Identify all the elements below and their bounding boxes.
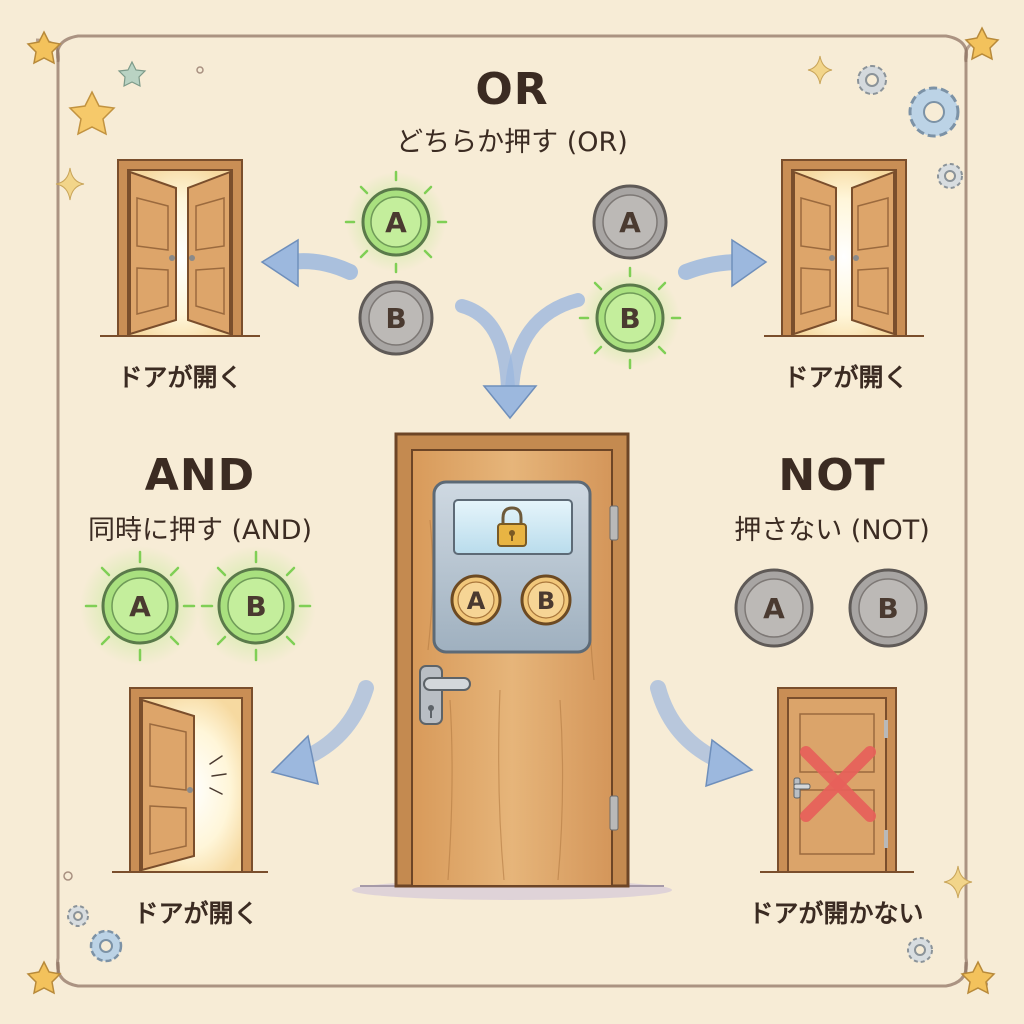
button-a-pressed-and: A	[80, 546, 200, 666]
gear-icon	[67, 905, 89, 927]
star-icon	[117, 60, 147, 88]
button-a-label: A	[129, 590, 151, 623]
arrow-or-left	[260, 238, 358, 288]
gear-icon	[908, 86, 960, 138]
or-left-caption: ドアが開く	[117, 363, 243, 392]
button-b-pressed-and: B	[196, 546, 316, 666]
or-subtitle: どちらか押す (OR)	[396, 127, 628, 158]
door-open-and	[112, 687, 268, 873]
button-b-label: B	[245, 590, 266, 623]
button-b-unpressed-not: B	[848, 568, 928, 648]
button-b-pressed-or: B	[578, 266, 682, 370]
button-b-label: B	[537, 587, 555, 615]
arrow-not	[650, 680, 754, 788]
not-caption: ドアが開かない	[748, 899, 924, 928]
door-open-or-left	[100, 159, 260, 337]
gear-icon	[89, 929, 123, 963]
button-b-label: B	[877, 592, 898, 625]
arrow-or-right	[678, 238, 768, 288]
or-right-caption: ドアが開く	[783, 363, 909, 392]
button-b-unpressed-or: B	[358, 280, 434, 356]
star-icon	[960, 960, 996, 995]
keypad-button-a: A	[450, 574, 502, 626]
and-subtitle: 同時に押す (AND)	[87, 515, 313, 546]
star-icon	[26, 960, 62, 995]
cross-icon	[800, 746, 876, 822]
button-b-label: B	[619, 302, 640, 335]
not-subtitle: 押さない (NOT)	[734, 515, 930, 546]
and-caption: ドアが開く	[133, 899, 259, 928]
star-icon	[68, 90, 116, 136]
or-title: OR	[475, 64, 549, 115]
button-a-label: A	[763, 592, 785, 625]
door-handle	[419, 665, 471, 725]
keypad-button-b: B	[520, 574, 572, 626]
button-a-unpressed-or: A	[592, 184, 668, 260]
lock-icon	[497, 506, 527, 547]
gear-icon	[857, 65, 887, 95]
button-a-pressed-or: A	[344, 170, 448, 274]
button-a-unpressed-not: A	[734, 568, 814, 648]
door-open-or-right	[764, 159, 924, 337]
gear-icon	[937, 163, 963, 189]
arrow-or-down	[455, 293, 585, 420]
arrow-and	[270, 680, 374, 786]
sparkle-icon	[55, 167, 85, 201]
button-a-label: A	[619, 206, 641, 239]
and-title: AND	[144, 450, 256, 501]
star-icon	[964, 26, 1000, 61]
sparkle-icon	[943, 865, 973, 899]
star-icon	[26, 30, 62, 65]
button-b-label: B	[385, 302, 406, 335]
gear-icon	[907, 937, 933, 963]
sparkle-icon	[807, 55, 833, 85]
button-a-label: A	[467, 587, 486, 615]
button-a-label: A	[385, 206, 407, 239]
not-title: NOT	[778, 450, 886, 501]
